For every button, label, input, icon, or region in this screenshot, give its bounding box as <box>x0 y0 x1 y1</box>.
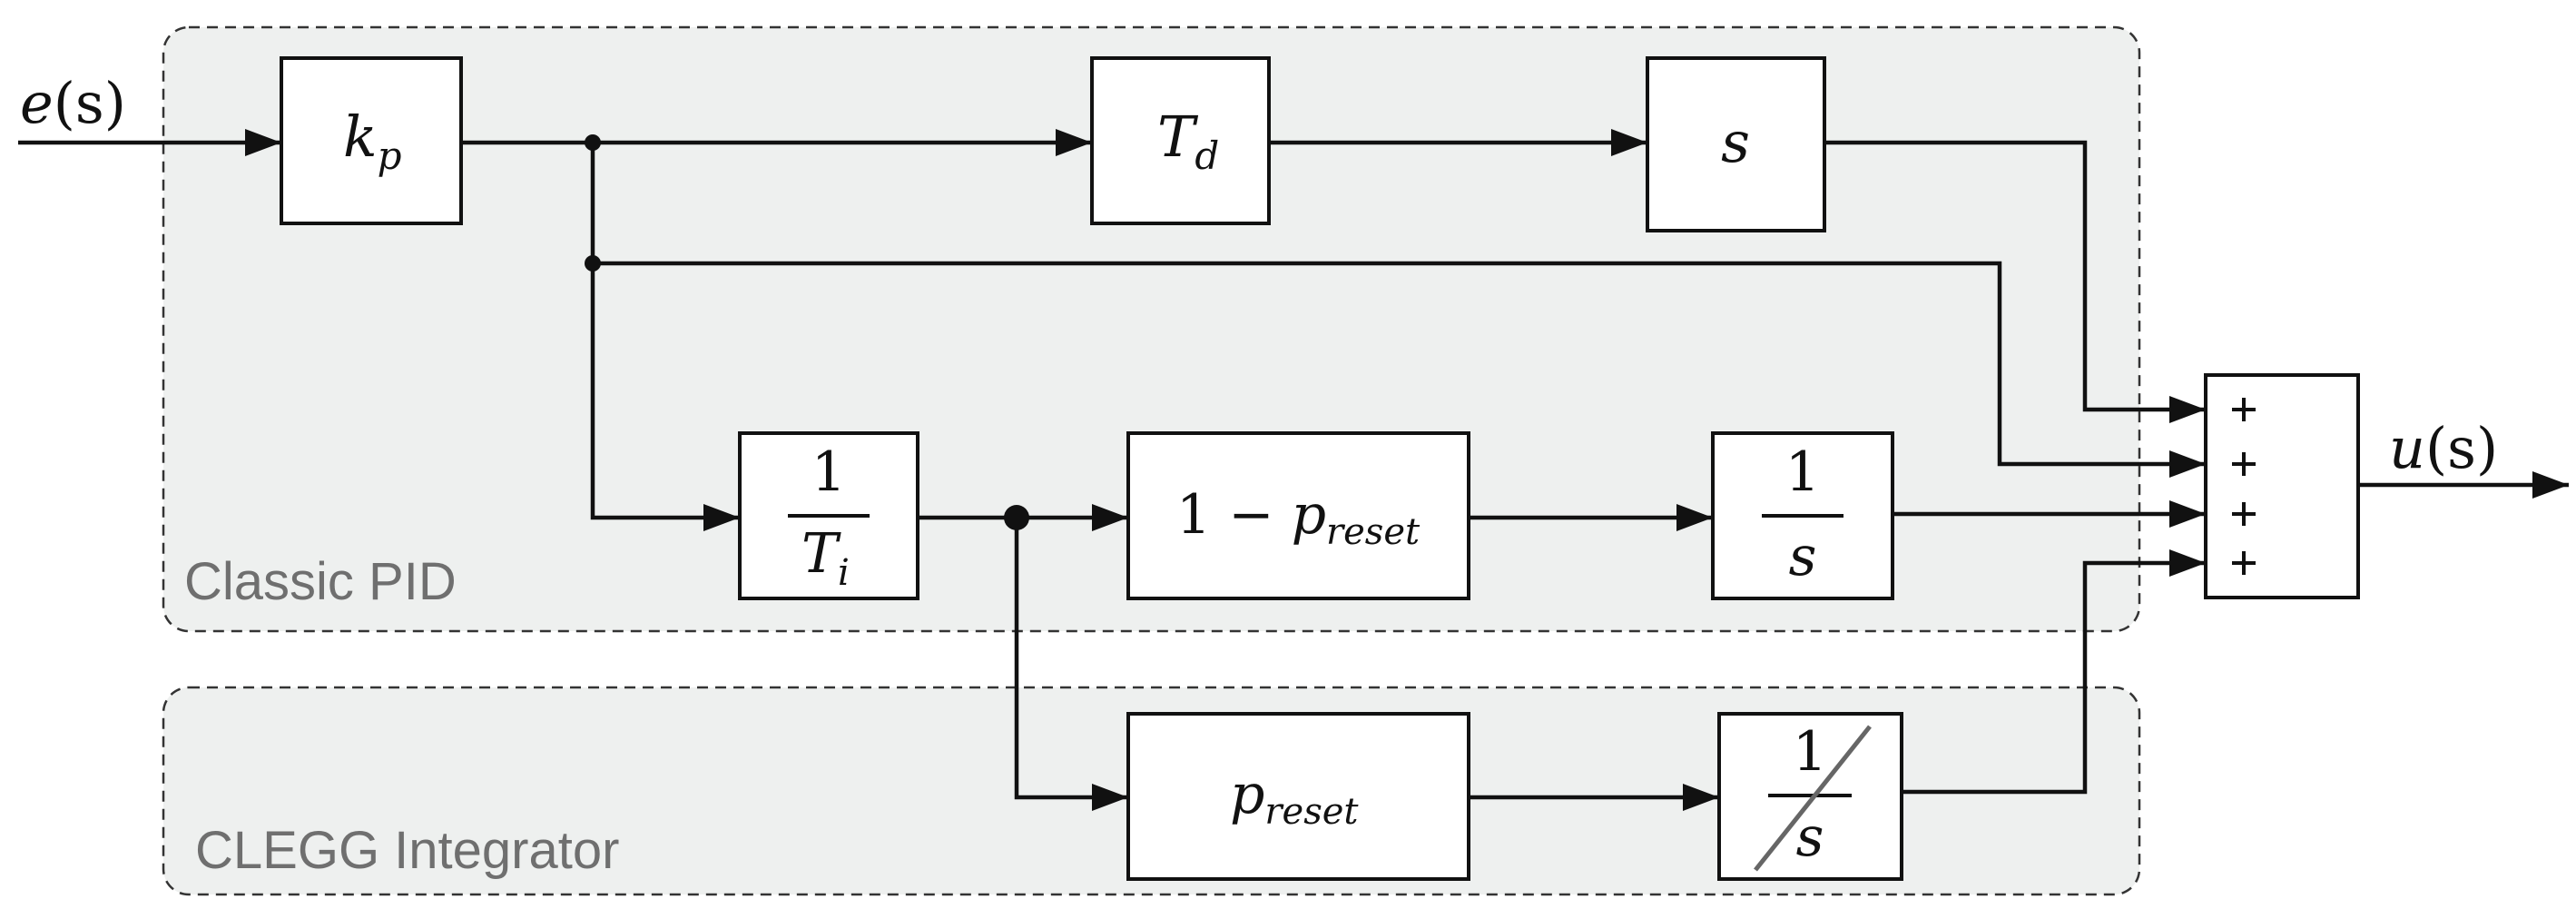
integrator-block: 1 s <box>1711 431 1894 600</box>
plus-sign <box>2232 502 2256 526</box>
preset-block: preset <box>1126 712 1470 881</box>
td-block: Td <box>1090 56 1271 225</box>
plus-sign <box>2232 398 2256 421</box>
inverse-ti-block: 1 Ti <box>738 431 919 600</box>
derivative-block: s <box>1646 56 1826 232</box>
junction-dot <box>1004 505 1029 530</box>
inverse-ti-numerator: 1 <box>811 440 846 504</box>
one-minus-preset-block: 1 − preset <box>1126 431 1470 600</box>
summing-junction <box>2204 373 2360 599</box>
kp-label: kp <box>343 104 401 178</box>
derivative-label: s <box>1721 109 1750 175</box>
kp-block: kp <box>280 56 463 225</box>
classic-pid-label: Classic PID <box>184 552 457 611</box>
junction-dot <box>585 255 601 272</box>
inverse-ti-denominator: Ti <box>801 522 850 594</box>
one-minus-preset-label: 1 − preset <box>1176 483 1421 553</box>
output-signal-label: u(s) <box>2389 415 2498 481</box>
plus-sign <box>2232 452 2256 476</box>
reset-slash-icon <box>1754 725 1872 872</box>
wire-proportional-to-sum <box>593 261 2206 478</box>
clegg-integrator-label: CLEGG Integrator <box>195 821 619 880</box>
reset-integrator-block: 1 s <box>1717 712 1903 881</box>
junction-dot <box>585 134 601 151</box>
integrator-denominator: s <box>1789 525 1817 588</box>
reset-integrator-numerator: 1 <box>1793 720 1827 784</box>
signal-wires <box>18 129 2569 811</box>
classic-pid-region <box>162 25 2141 633</box>
integrator-numerator: 1 <box>1785 440 1820 504</box>
td-label: Td <box>1157 104 1219 178</box>
wire-branch-to-preset <box>1014 518 1128 811</box>
plus-sign <box>2232 551 2256 575</box>
input-signal-label: e(s) <box>20 70 126 136</box>
wire-derivative-to-sum <box>1824 140 2206 423</box>
preset-label: preset <box>1230 763 1359 833</box>
wire-reset-integrator-to-sum <box>1902 549 2206 795</box>
